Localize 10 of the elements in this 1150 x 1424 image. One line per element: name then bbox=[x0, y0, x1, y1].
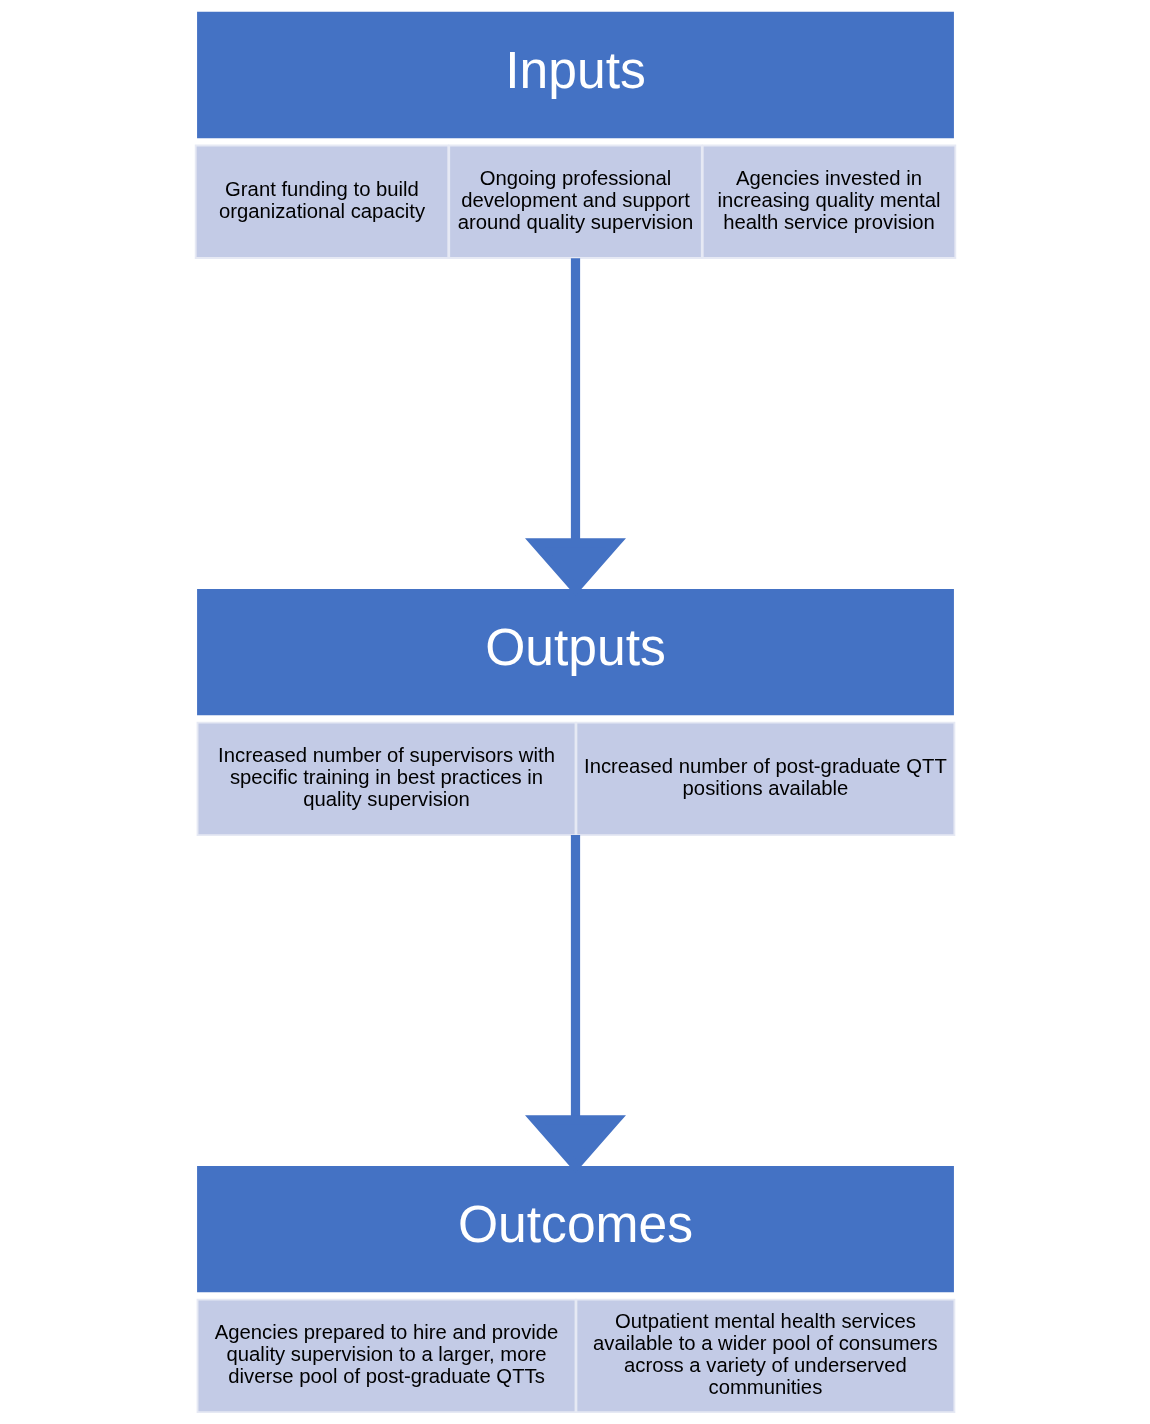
node-box: Outpatient mental health services available to a wider pool of consumers across a variety of underserved communities bbox=[575, 1298, 955, 1414]
node-box: Grant funding to build organizational capacity bbox=[194, 144, 449, 259]
node-box: Outputs bbox=[196, 588, 954, 716]
node-box: Agencies prepared to hire and provide quality supervision to a larger, more diverse pool of post-graduate QTTs bbox=[196, 1298, 576, 1414]
node-box: Increased number of post-graduate QTT positions available bbox=[575, 721, 955, 836]
node-box: Increased number of supervisors with specific training in best practices in quality supervision bbox=[196, 721, 576, 836]
node-box: Outcomes bbox=[196, 1166, 954, 1293]
node-box: Inputs bbox=[196, 11, 954, 139]
node-box: Agencies invested in increasing quality mental health service provision bbox=[701, 144, 956, 259]
node-box: Ongoing professional development and support around quality supervision bbox=[447, 144, 703, 259]
